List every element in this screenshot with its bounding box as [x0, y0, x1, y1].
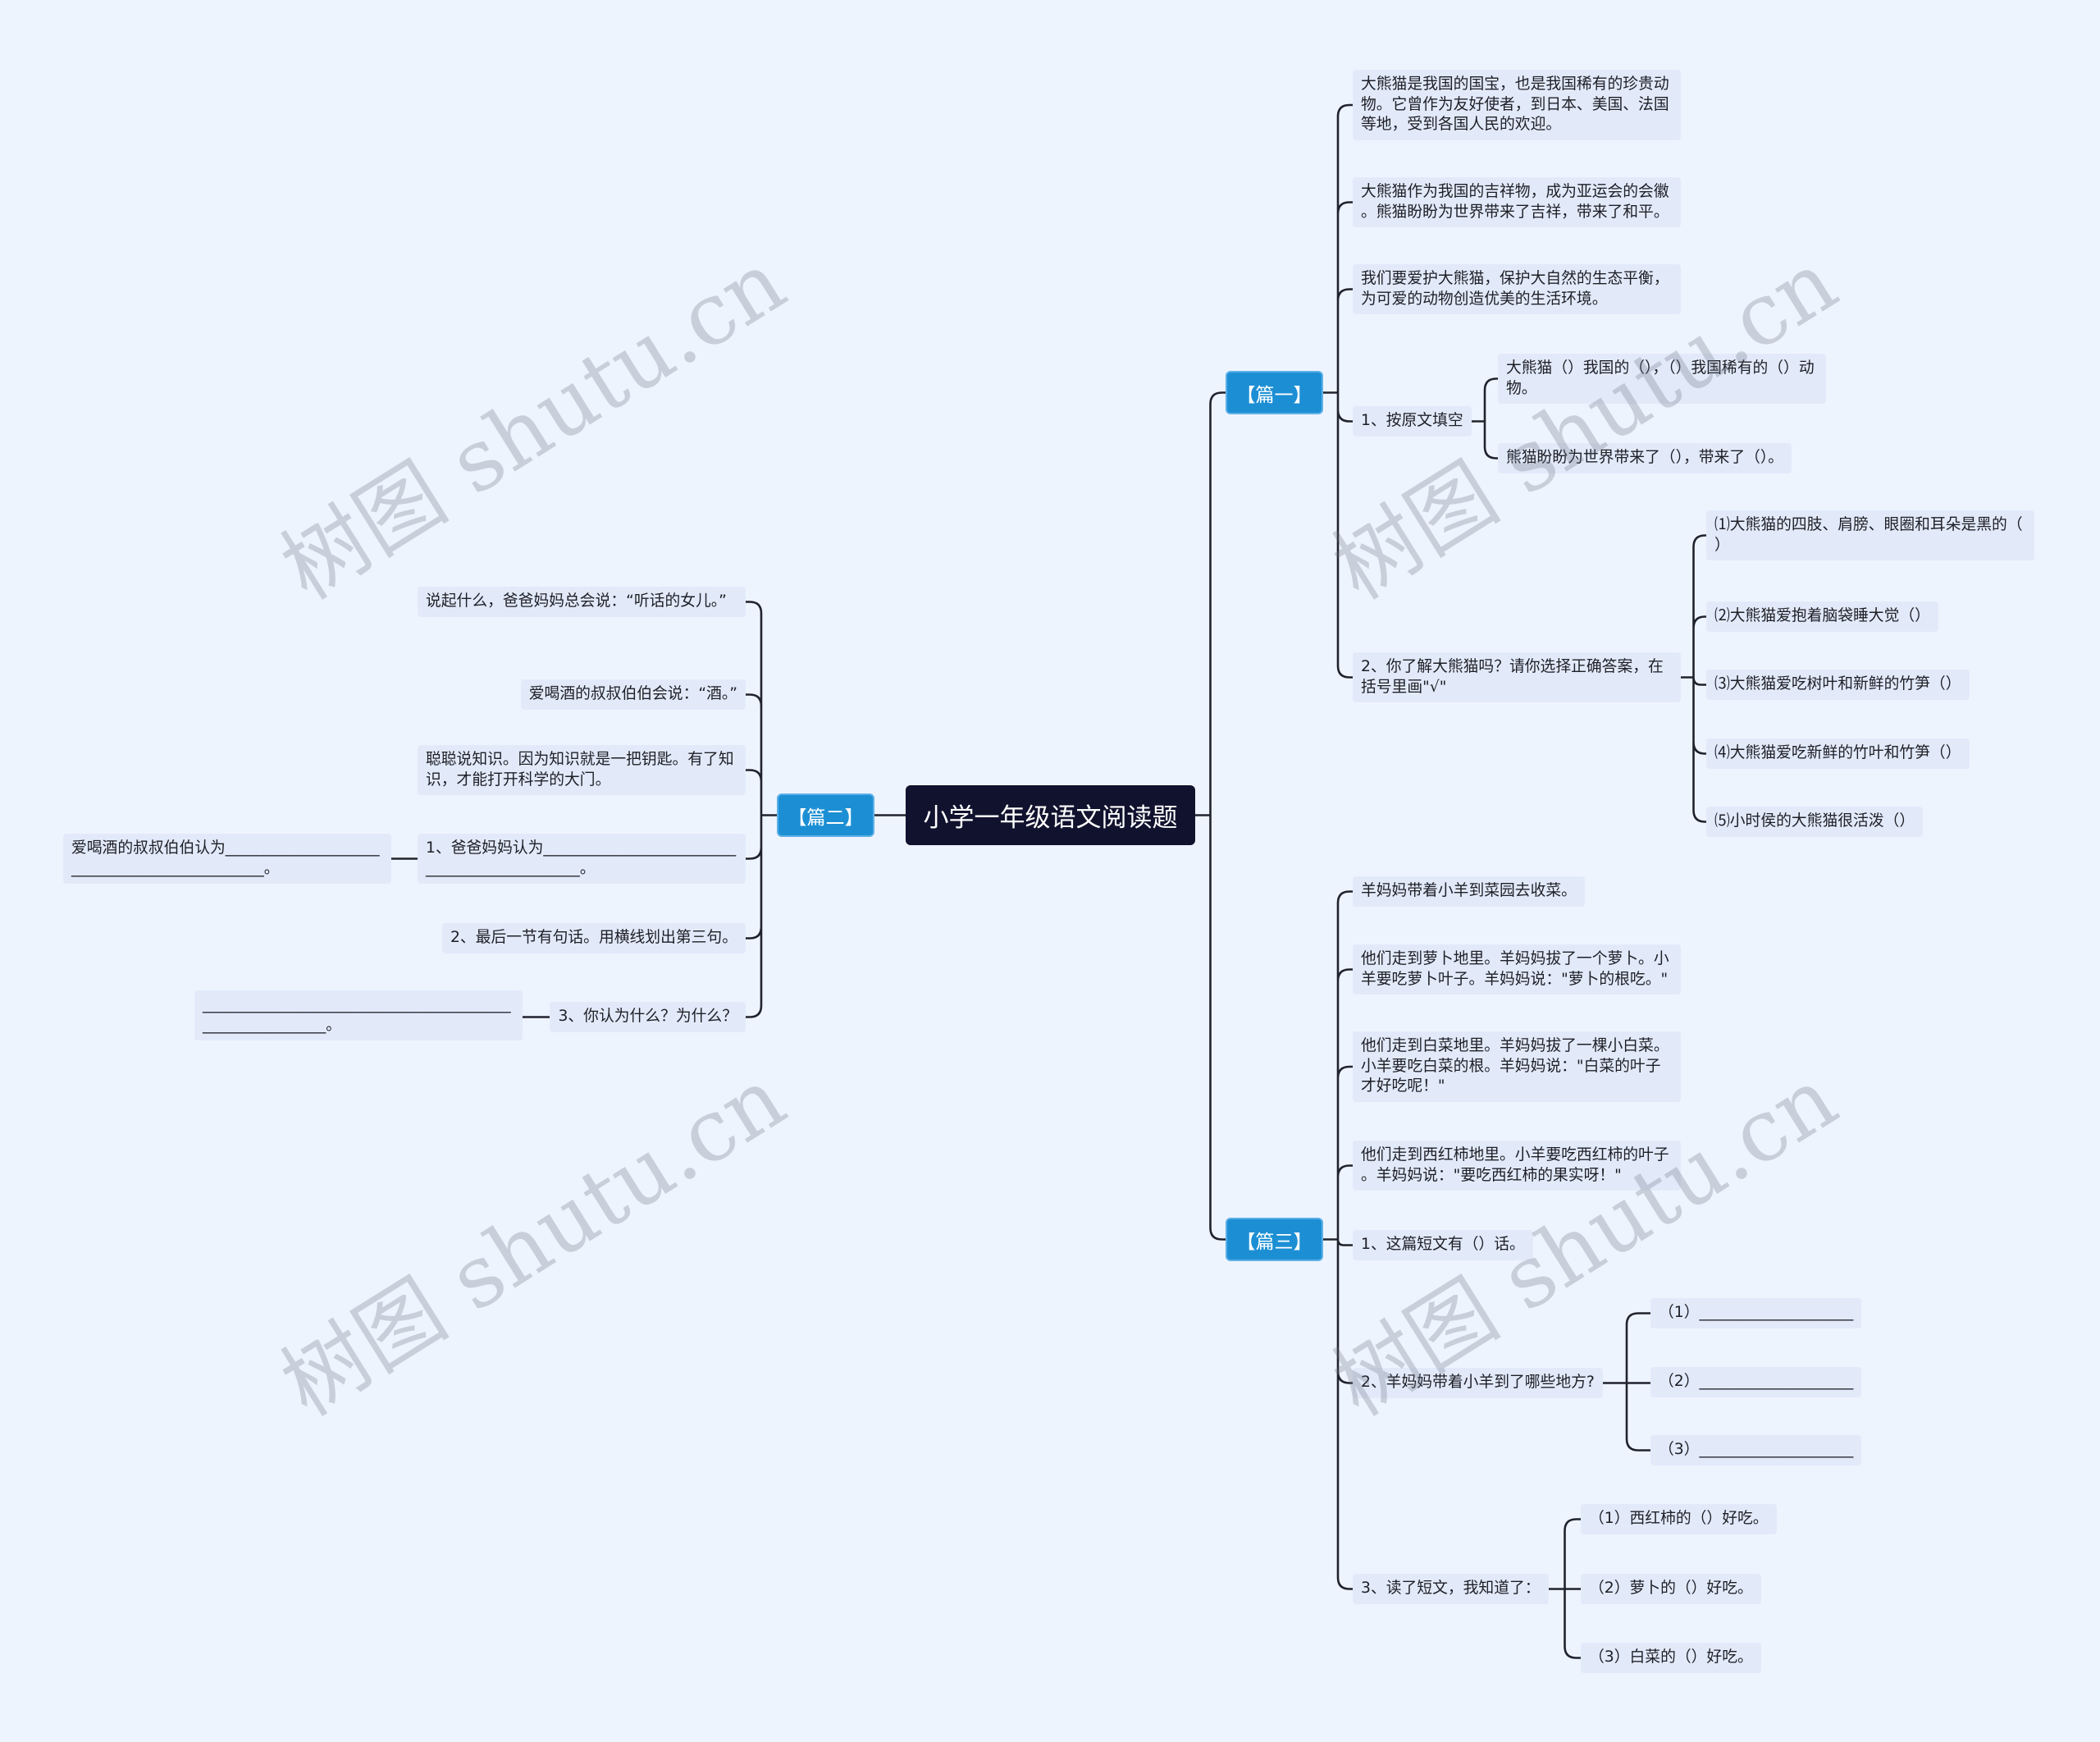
p2-question-1[interactable]: 1、爸爸妈妈认为________________________________… — [418, 834, 746, 884]
connector-line — [1194, 391, 1227, 1241]
p3-passage-paragraph-2[interactable]: 他们走到萝卜地里。羊妈妈拔了一个萝卜。小羊要吃萝卜叶子。羊妈妈说："萝卜的根吃。… — [1353, 944, 1681, 994]
p3-q2-answer-line[interactable]: （3）____________________ — [1650, 1435, 1862, 1465]
root-topic[interactable]: 小学一年级语文阅读题 — [906, 785, 1195, 845]
p2-passage-paragraph-3[interactable]: 聪聪说知识。因为知识就是一把钥匙。有了知识，才能打开科学的大门。 — [418, 745, 746, 795]
p1-question-1[interactable]: 1、按原文填空 — [1353, 406, 1472, 437]
p3-q2-answer-line[interactable]: （1）____________________ — [1650, 1298, 1862, 1328]
p1-q2-option[interactable]: ⑸小时侯的大熊猫很活泼（） — [1706, 807, 1924, 837]
p2-q3-answer-line[interactable]: ________________________________________… — [194, 990, 523, 1040]
connector-line — [1601, 1312, 1652, 1452]
p3-passage-paragraph-1[interactable]: 羊妈妈带着小羊到菜园去收菜。 — [1353, 876, 1585, 907]
connector-line — [1547, 1518, 1582, 1659]
p3-q3-answer-item[interactable]: （3）白菜的（）好吃。 — [1581, 1643, 1761, 1673]
connector-line — [744, 601, 778, 1018]
p3-q3-answer-item[interactable]: （2）萝卜的（）好吃。 — [1581, 1574, 1761, 1604]
p1-passage-paragraph-2[interactable]: 大熊猫作为我国的吉祥物，成为亚运会的会徽。熊猫盼盼为世界带来了吉祥，带来了和平。 — [1353, 177, 1681, 227]
p3-question-2[interactable]: 2、羊妈妈带着小羊到了哪些地方? — [1353, 1368, 1603, 1398]
p1-passage-paragraph-3[interactable]: 我们要爱护大熊猫，保护大自然的生态平衡，为可爱的动物创造优美的生活环境。 — [1353, 264, 1681, 314]
p1-q2-option[interactable]: ⑶大熊猫爱吃树叶和新鲜的竹笋（） — [1706, 670, 1970, 700]
connector-line — [1322, 103, 1354, 679]
p2-question-3[interactable]: 3、你认为什么？为什么？ — [550, 1002, 746, 1032]
p3-q2-answer-line[interactable]: （2）____________________ — [1650, 1367, 1862, 1397]
connector-line — [1679, 534, 1708, 823]
p1-passage-paragraph-1[interactable]: 大熊猫是我国的国宝，也是我国稀有的珍贵动物。它曾作为友好使者，到日本、美国、法国… — [1353, 70, 1681, 140]
p3-question-1[interactable]: 1、这篇短文有（）话。 — [1353, 1230, 1533, 1260]
p3-passage-paragraph-4[interactable]: 他们走到西红柿地里。小羊要吃西红柿的叶子。羊妈妈说："要吃西红柿的果实呀！" — [1353, 1141, 1681, 1191]
p3-q3-answer-item[interactable]: （1）西红柿的（）好吃。 — [1581, 1504, 1777, 1534]
p3-passage-paragraph-3[interactable]: 他们走到白菜地里。羊妈妈拔了一棵小白菜。小羊要吃白菜的根。羊妈妈说："白菜的叶子… — [1353, 1031, 1681, 1102]
p2-passage-paragraph-2[interactable]: 爱喝酒的叔叔伯伯会说：“酒。” — [520, 679, 746, 710]
p1-q2-option[interactable]: ⑴大熊猫的四肢、肩膀、眼圈和耳朵是黑的（） — [1706, 510, 2034, 560]
connector-line — [1322, 890, 1354, 1590]
branch-topic-pian-3[interactable]: 【篇三】 — [1226, 1218, 1323, 1261]
branch-topic-pian-1[interactable]: 【篇一】 — [1226, 371, 1323, 414]
p2-passage-paragraph-1[interactable]: 说起什么，爸爸妈妈总会说：“听话的女儿。” — [418, 587, 746, 617]
p1-q1-blank-item[interactable]: 大熊猫（）我国的（），（）我国稀有的（）动物。 — [1498, 354, 1826, 404]
p2-q1-follow-up[interactable]: 爱喝酒的叔叔伯伯认为______________________________… — [63, 834, 391, 884]
branch-topic-pian-2[interactable]: 【篇二】 — [777, 793, 874, 837]
p2-question-2[interactable]: 2、最后一节有句话。用横线划出第三句。 — [441, 923, 746, 953]
p3-question-3[interactable]: 3、读了短文，我知道了： — [1353, 1574, 1549, 1604]
p1-q2-option[interactable]: ⑵大熊猫爱抱着脑袋睡大觉（） — [1706, 601, 1938, 632]
p1-q1-blank-item[interactable]: 熊猫盼盼为世界带来了（），带来了（）。 — [1498, 443, 1792, 473]
p1-q2-option[interactable]: ⑷大熊猫爱吃新鲜的竹叶和竹笋（） — [1706, 738, 1970, 769]
connector-line — [1470, 377, 1500, 460]
p1-question-2[interactable]: 2、你了解大熊猫吗？请你选择正确答案，在括号里画"√" — [1353, 652, 1681, 702]
